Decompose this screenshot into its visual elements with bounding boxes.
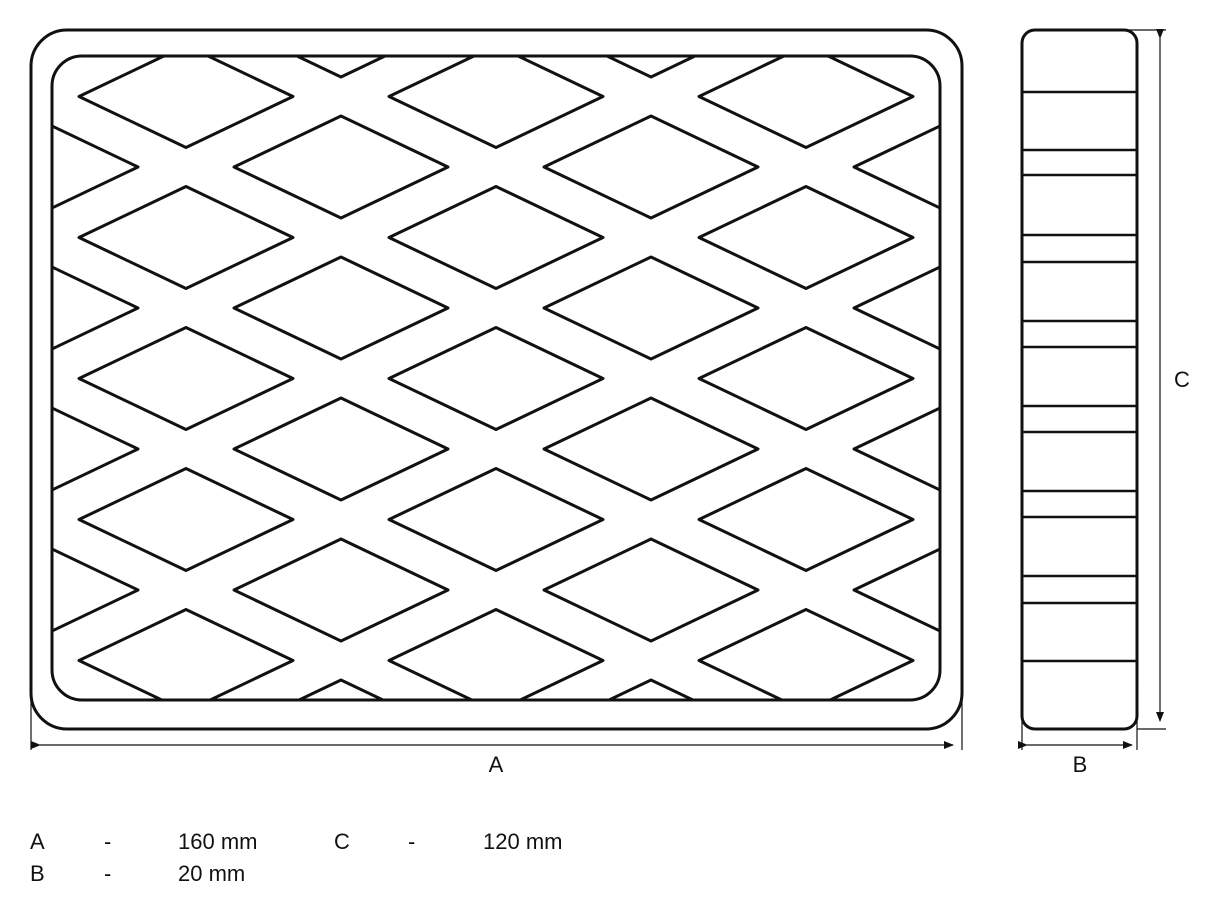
legend-value-c: 120 mm: [483, 829, 563, 854]
legend-value-b: 20 mm: [178, 861, 246, 886]
diamond-cell: [697, 185, 915, 290]
diamond-cell: [77, 56, 295, 149]
diamond-cell: [52, 396, 140, 502]
diamond-cell: [542, 56, 760, 79]
diamond-cell: [387, 467, 605, 572]
diamond-cell: [387, 608, 605, 700]
dimension-b: [1018, 690, 1138, 750]
diamond-cell: [232, 678, 450, 700]
dimension-a: [30, 680, 963, 750]
diamond-cell: [387, 185, 605, 290]
diamond-cell: [232, 56, 450, 79]
legend-key-a: A: [30, 829, 45, 854]
diamond-cell: [52, 56, 140, 79]
dimension-a-label: A: [488, 752, 504, 777]
legend-sep-b: -: [104, 861, 112, 886]
legend-key-b: B: [30, 861, 45, 886]
diamond-cell: [542, 114, 760, 220]
diamond-cell: [852, 255, 940, 361]
diamond-cell: [77, 326, 295, 431]
diamond-cell: [77, 185, 295, 290]
diamond-cell: [697, 608, 915, 700]
diamond-cell: [232, 537, 450, 643]
diamond-tread-pattern: [52, 56, 940, 700]
legend-sep-a: -: [104, 829, 112, 854]
diamond-cell: [52, 255, 140, 361]
diamond-cell: [542, 678, 760, 700]
diamond-cell: [542, 255, 760, 361]
diamond-cell: [852, 114, 940, 220]
pad-outer-outline: [29, 28, 964, 731]
diamond-cell: [387, 326, 605, 431]
diamond-cell: [77, 608, 295, 700]
side-view-outline: [1020, 28, 1139, 731]
diamond-cell: [52, 537, 140, 643]
diamond-cell: [697, 326, 915, 431]
side-view-grooves: [1023, 90, 1136, 663]
legend-key-c: C: [334, 829, 350, 854]
diamond-cell: [387, 56, 605, 149]
dimension-b-label: B: [1072, 752, 1088, 777]
diamond-cell: [697, 56, 915, 149]
diamond-cell: [232, 396, 450, 502]
diamond-cell: [852, 396, 940, 502]
diamond-cell: [697, 467, 915, 572]
legend-value-a: 160 mm: [178, 829, 258, 854]
diamond-cell: [542, 537, 760, 643]
diamond-cell: [52, 678, 140, 700]
pad-inner-outline: [50, 54, 942, 702]
dimension-c-label: C: [1174, 367, 1190, 392]
diamond-cell: [52, 114, 140, 220]
diamond-cell: [542, 396, 760, 502]
diamond-cell: [77, 467, 295, 572]
legend-sep-c: -: [408, 829, 416, 854]
diamond-cell: [232, 114, 450, 220]
diamond-cell: [232, 255, 450, 361]
diamond-cell: [852, 537, 940, 643]
dimension-c: [1100, 29, 1166, 730]
